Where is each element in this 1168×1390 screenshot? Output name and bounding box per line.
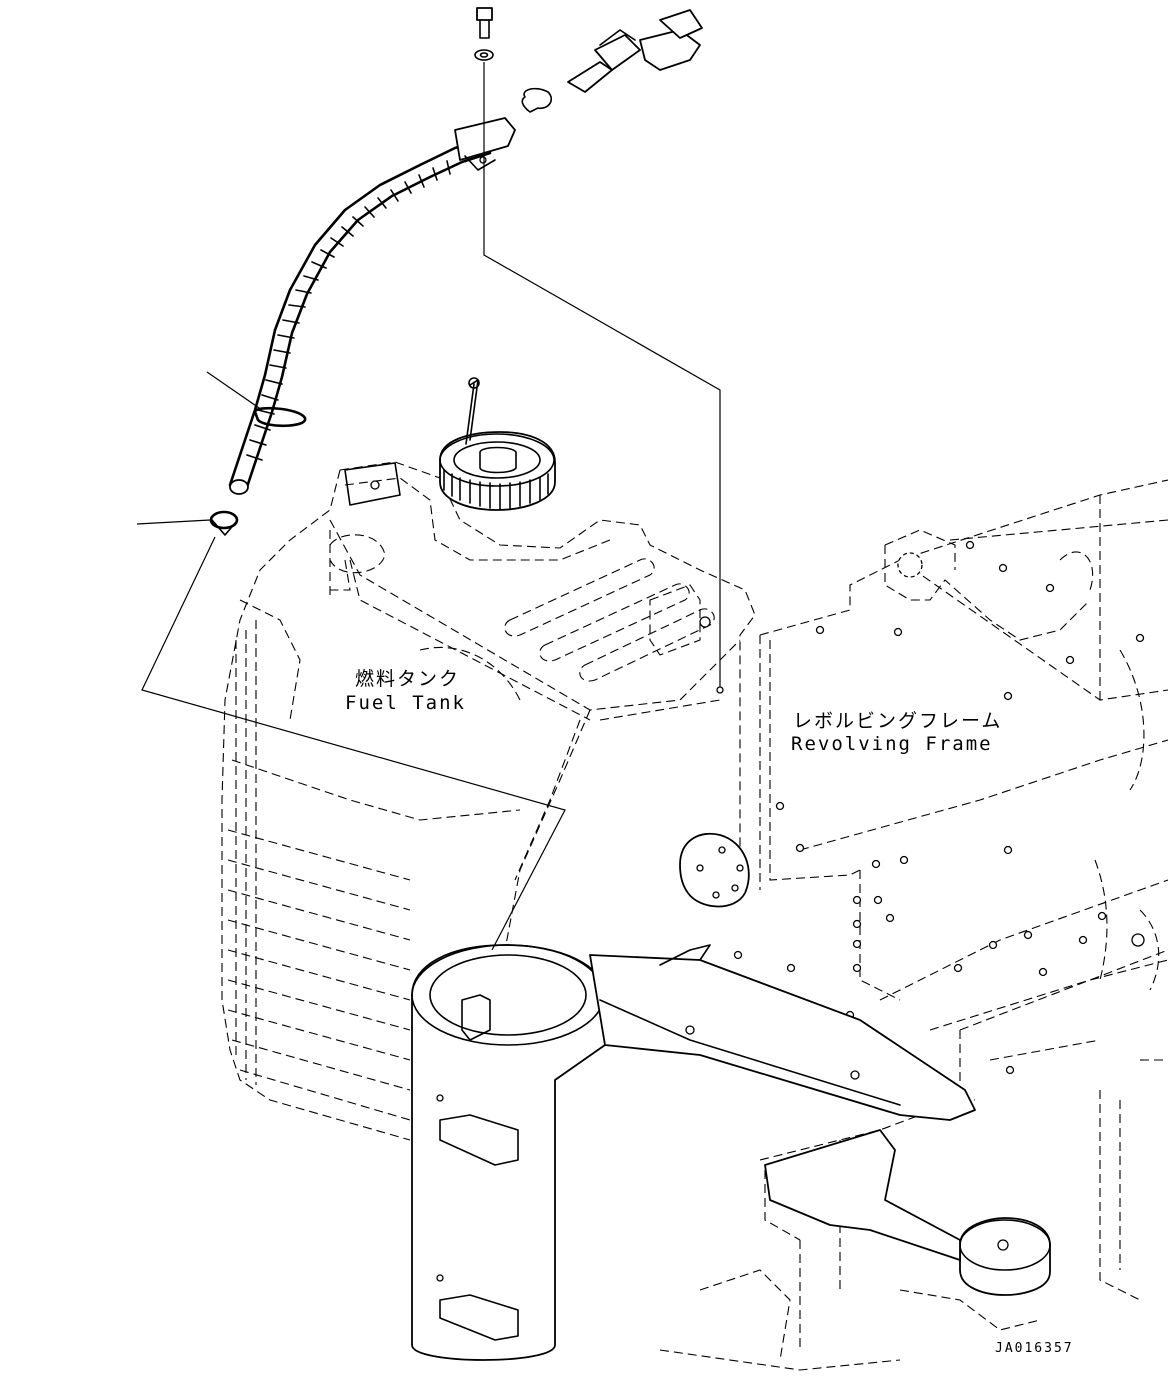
revolving-frame-label-ja: レボルビングフレーム	[793, 710, 1003, 732]
support-column	[411, 944, 1051, 1361]
leader-lines	[136, 62, 724, 951]
revolving-frame-label-en: Revolving Frame	[791, 733, 993, 755]
fuel-cap	[439, 377, 556, 511]
fuel-hose-assembly	[228, 7, 703, 495]
fuel-tank-label-en: Fuel Tank	[345, 692, 466, 714]
fuel-tank-label-ja: 燃料タンク	[355, 668, 461, 690]
fuel-tank	[221, 461, 756, 1141]
drawing-code: JA016357	[995, 1341, 1074, 1356]
hose-clamp	[209, 510, 239, 536]
